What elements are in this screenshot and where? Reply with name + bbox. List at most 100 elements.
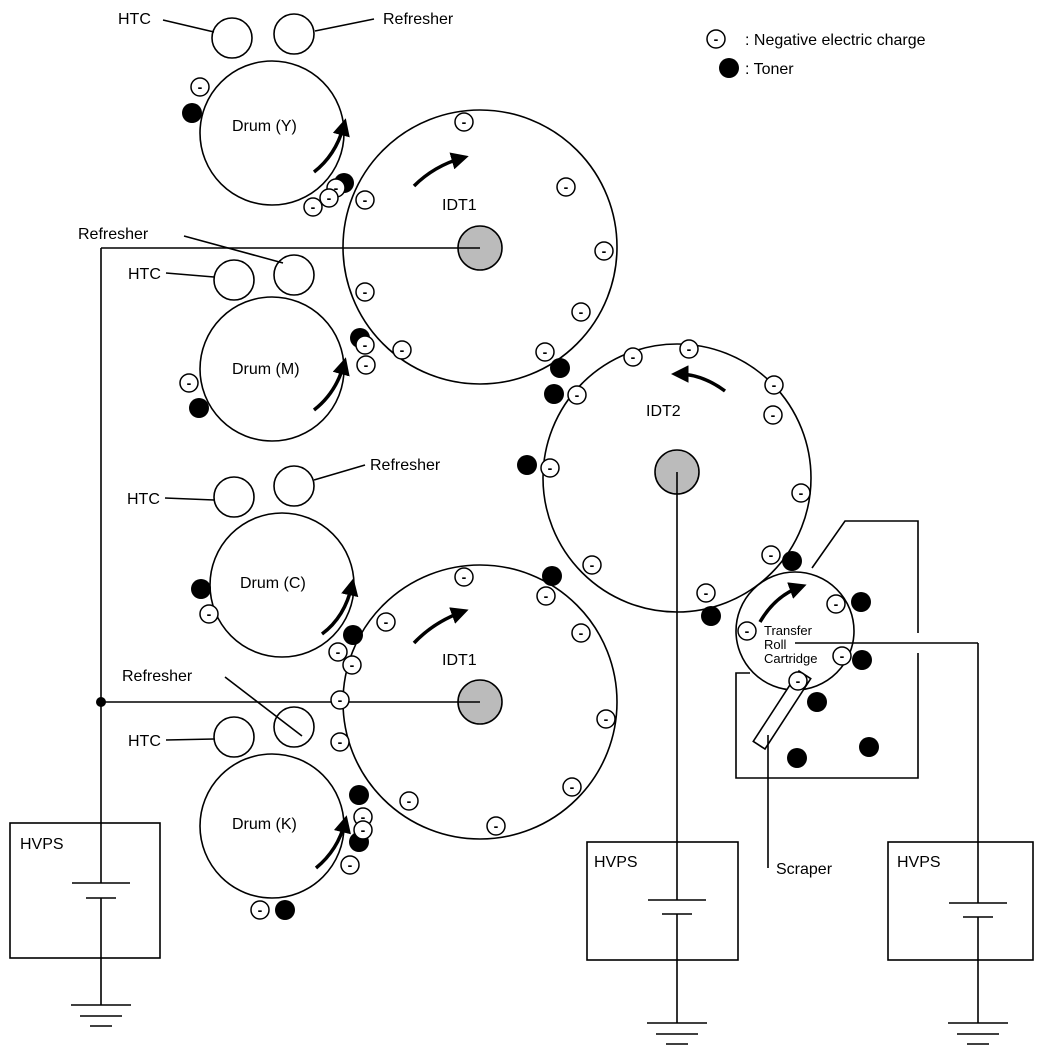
toner <box>542 566 562 586</box>
negative-charge <box>342 655 362 675</box>
label-transfer-roll-1: Transfer <box>764 623 813 638</box>
negative-charge-sign: - <box>544 588 549 604</box>
negative-charge <box>199 604 219 624</box>
negative-charge <box>737 621 757 641</box>
negative-charge-sign: - <box>384 614 389 630</box>
negative-charge-sign: - <box>348 857 353 873</box>
negative-charge <box>696 583 716 603</box>
negative-charge <box>328 642 348 662</box>
rotation-arrow-idt2 <box>671 365 727 393</box>
negative-charge <box>454 567 474 587</box>
negative-charge <box>399 791 419 811</box>
negative-charge <box>454 112 474 132</box>
htc-roller-m <box>213 259 255 301</box>
negative-charge-sign: - <box>363 337 368 353</box>
negative-charge <box>190 77 210 97</box>
negative-charge-sign: - <box>350 657 355 673</box>
label-hvps-middle: HVPS <box>594 854 638 871</box>
negative-charge-sign: - <box>361 809 366 825</box>
label-refresher-y: Refresher <box>383 11 454 28</box>
negative-charge <box>791 483 811 503</box>
rotation-arrow-idt1-lower <box>412 607 469 645</box>
rotation-arrow-idt1-upper <box>412 152 469 188</box>
negative-charge <box>376 612 396 632</box>
negative-charge-sign: - <box>714 31 719 47</box>
negative-charge <box>556 177 576 197</box>
label-drum-k: Drum (K) <box>232 816 297 833</box>
negative-charge-sign: - <box>311 199 316 215</box>
negative-charge-sign: - <box>363 192 368 208</box>
negative-charge-sign: - <box>327 190 332 206</box>
negative-charge <box>355 335 375 355</box>
toner <box>544 384 564 404</box>
negative-charge <box>319 188 339 208</box>
negative-charge <box>567 385 587 405</box>
negative-charge-sign: - <box>338 692 343 708</box>
label-htc-k: HTC <box>128 733 161 750</box>
negative-charge <box>832 646 852 666</box>
negative-charge-sign: - <box>771 407 776 423</box>
label-hvps-left: HVPS <box>20 836 64 853</box>
negative-charge <box>571 302 591 322</box>
label-htc-y: HTC <box>118 11 151 28</box>
toner <box>343 625 363 645</box>
negative-charge-sign: - <box>769 547 774 563</box>
cartridge-housing-lower <box>735 653 919 779</box>
toner <box>852 650 872 670</box>
toner <box>349 785 369 805</box>
label-refresher-k: Refresher <box>122 668 193 685</box>
negative-charge <box>340 855 360 875</box>
negative-charge <box>596 709 616 729</box>
label-idt2: IDT2 <box>646 403 681 420</box>
negative-charge <box>826 594 846 614</box>
rotation-arrow-transfer-roll <box>758 582 807 623</box>
negative-charge-sign: - <box>840 648 845 664</box>
negative-charge <box>330 690 350 710</box>
negative-charge-sign: - <box>772 377 777 393</box>
negative-charge-sign: - <box>570 779 575 795</box>
leader-refresher-y <box>314 18 375 32</box>
negative-charge-sign: - <box>363 284 368 300</box>
negative-charge <box>303 197 323 217</box>
toner <box>807 692 827 712</box>
negative-charge <box>761 545 781 565</box>
negative-charge-sign: - <box>462 569 467 585</box>
negative-charge <box>355 190 375 210</box>
negative-charge-sign: - <box>575 387 580 403</box>
toner <box>517 455 537 475</box>
label-drum-c: Drum (C) <box>240 575 306 592</box>
refresher-roller-k <box>273 706 315 748</box>
negative-charge-sign: - <box>548 460 553 476</box>
negative-charge <box>562 777 582 797</box>
negative-charges: ----------------------------------------… <box>179 29 852 920</box>
toner <box>189 398 209 418</box>
rotation-arrow-drum-m <box>312 357 350 412</box>
negative-charge-sign: - <box>400 342 405 358</box>
htc-roller-k <box>213 716 255 758</box>
label-drum-y: Drum (Y) <box>232 118 297 135</box>
negative-charge-sign: - <box>258 902 263 918</box>
negative-charge <box>179 373 199 393</box>
negative-charge <box>356 355 376 375</box>
toner <box>182 103 202 123</box>
negative-charge <box>250 900 270 920</box>
label-hvps-right: HVPS <box>897 854 941 871</box>
negative-charge-sign: - <box>407 793 412 809</box>
negative-charge-sign: - <box>334 180 339 196</box>
toner <box>787 748 807 768</box>
negative-charge-sign: - <box>799 485 804 501</box>
toner <box>851 592 871 612</box>
toner <box>550 358 570 378</box>
negative-charge-sign: - <box>336 644 341 660</box>
negative-charge <box>353 820 373 840</box>
negative-charge <box>540 458 560 478</box>
negative-charge-sign: - <box>564 179 569 195</box>
negative-charge <box>679 339 699 359</box>
toner <box>191 579 211 599</box>
htc-roller-y <box>211 17 253 59</box>
hvps-box-middle <box>586 841 739 961</box>
cartridge-housing-upper <box>811 520 919 633</box>
negative-charge-sign: - <box>579 625 584 641</box>
label-idt1-upper: IDT1 <box>442 197 477 214</box>
